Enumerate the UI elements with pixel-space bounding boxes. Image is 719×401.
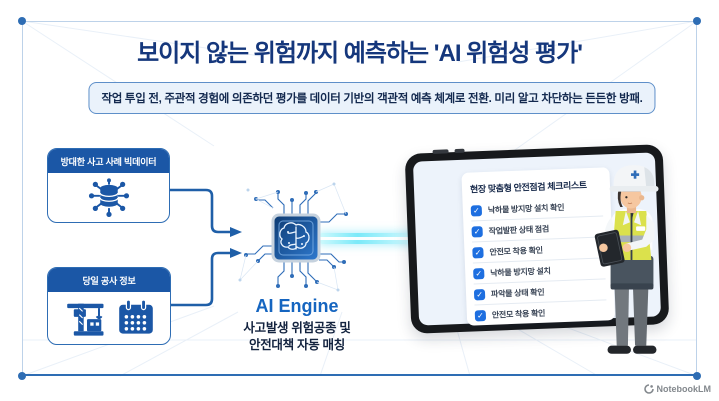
safety-worker-illustration bbox=[594, 165, 659, 354]
crane-icon bbox=[66, 303, 103, 336]
checkbox-checked-icon[interactable] bbox=[473, 288, 486, 300]
arrowhead-bottom bbox=[230, 248, 242, 258]
page-title: 보이지 않는 위험까지 예측하는 'AI 위험성 평가' bbox=[137, 40, 583, 67]
content-frame bbox=[22, 21, 697, 376]
frame-corner-dot bbox=[693, 372, 701, 380]
checkbox-checked-icon[interactable] bbox=[472, 246, 484, 258]
ai-engine-label: AI Engine bbox=[255, 296, 339, 316]
frame-corner-dot bbox=[18, 372, 26, 380]
checklist-title: 현장 맞춤형 안전점검 체크리스트 bbox=[469, 180, 587, 195]
ai-engine-description: 사고발생 위험공종 및 안전대책 자동 매칭 bbox=[207, 320, 387, 354]
checklist-item-label: 안전모 착용 확인 bbox=[489, 245, 543, 257]
checkbox-checked-icon[interactable] bbox=[470, 204, 483, 217]
checklist-item-label: 낙하물 방지망 설치 확인 bbox=[487, 202, 565, 215]
notebooklm-icon bbox=[643, 384, 654, 394]
calendar-icon bbox=[118, 300, 153, 334]
data-beam bbox=[317, 233, 433, 244]
connector-bottom bbox=[171, 251, 230, 307]
ai-engine-desc-line1: 사고발생 위험공종 및 bbox=[243, 321, 351, 335]
input-box-bigdata: 방대한 사고 사례 빅데이터 bbox=[47, 148, 170, 223]
checklist-item-label: 안전모 착용 확인 bbox=[491, 308, 546, 320]
input-box-construction-header: 당일 공사 정보 bbox=[48, 268, 170, 292]
ai-chip-brain-icon bbox=[238, 182, 348, 292]
checklist-item-label: 파악물 상태 확인 bbox=[490, 287, 545, 299]
frame-corner-dot bbox=[693, 17, 701, 25]
helmet-cross-icon bbox=[630, 170, 640, 179]
tablet-power-button bbox=[454, 148, 465, 154]
brand-mark: NotebookLM bbox=[643, 384, 712, 394]
flow-connectors bbox=[170, 188, 242, 307]
checkbox-checked-icon[interactable] bbox=[474, 309, 487, 321]
checkbox-checked-icon[interactable] bbox=[473, 267, 485, 279]
checklist-item-label: 낙하물 방지망 설치 bbox=[490, 266, 551, 278]
connector-top bbox=[170, 188, 230, 234]
checkbox-checked-icon[interactable] bbox=[471, 225, 483, 237]
arrowhead-top bbox=[230, 227, 242, 237]
big-data-database-icon bbox=[88, 177, 129, 217]
input-box-bigdata-body bbox=[48, 173, 169, 222]
checklist-item-label: 작업발판 상태 점검 bbox=[488, 224, 550, 236]
tablet-volume-button bbox=[432, 149, 449, 154]
input-box-construction-body bbox=[48, 292, 170, 344]
input-box-construction-info: 당일 공사 정보 bbox=[47, 267, 171, 345]
input-box-bigdata-header: 방대한 사고 사례 빅데이터 bbox=[48, 149, 169, 173]
brand-label: NotebookLM bbox=[656, 384, 712, 394]
subtitle-banner: 작업 투입 전, 주관적 경험에 의존하던 평가를 데이터 기반의 객관적 예측… bbox=[88, 82, 656, 114]
frame-corner-dot bbox=[18, 17, 26, 25]
ai-engine-desc-line2: 안전대책 자동 매칭 bbox=[249, 338, 345, 352]
